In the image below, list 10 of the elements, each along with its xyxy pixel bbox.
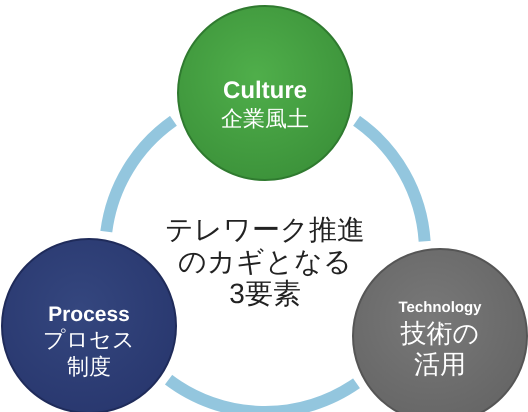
ring-arc [100,116,178,233]
label-text: 企業風土 [220,106,310,132]
heading-text: Culture [222,77,308,106]
label-text: プロセス制度 [42,327,136,380]
label-text: 技術の活用 [400,318,480,380]
center-title: テレワーク推進のカギとなる3要素 [164,214,366,311]
ring-arc [352,116,431,242]
ring-arc [165,374,360,412]
heading-text: Process [47,302,131,328]
heading-text: Technology [397,298,483,318]
